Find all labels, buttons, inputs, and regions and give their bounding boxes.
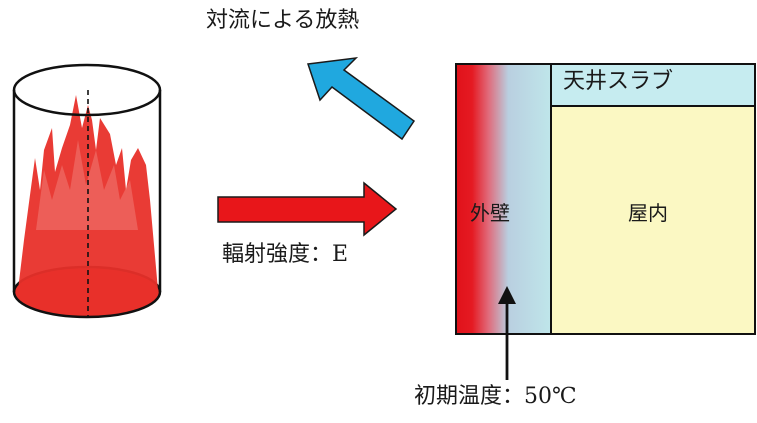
indoor-label: 屋内 [628,201,668,225]
radiation-intensity-label: 輻射強度：E [222,242,349,267]
convection-label: 対流による放熱 [206,8,360,33]
fire-cylinder [12,63,162,319]
initial-temperature-label: 初期温度：50℃ [414,384,577,409]
ceiling-slab [551,64,755,106]
ceiling-slab-label: 天井スラブ [563,69,674,94]
initial-temperature-arrow [498,286,516,380]
indoor-area [551,64,755,334]
flame-highlight [36,140,138,230]
outer-wall [456,64,551,334]
building-outline [455,63,756,335]
radiation-arrow [217,181,398,237]
convection-arrow-shape [306,56,416,141]
cylinder-top [12,63,162,117]
initial-temperature-arrow-head [498,286,516,304]
radiation-arrow-shape [217,181,398,237]
building-section [455,63,756,335]
convection-arrow [306,56,416,141]
outer-wall-label: 外壁 [470,201,510,225]
